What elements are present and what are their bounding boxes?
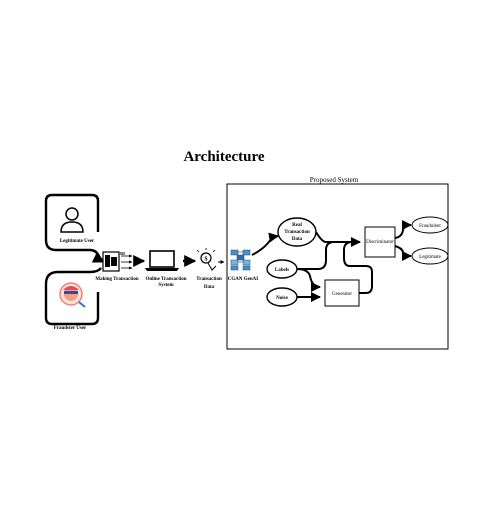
cgan-label: CGAN GenAI [228, 277, 258, 282]
arrow-to-fraudulent [394, 220, 412, 239]
arrow-to-legitimate [394, 245, 412, 261]
legitimate-label: Legitimate [419, 255, 441, 260]
laptop-icon [145, 250, 179, 271]
arrow-real-to-discriminator [315, 231, 361, 247]
arrow-to-real-data [251, 232, 279, 256]
legitimate-user-label: Legitimate User [60, 239, 95, 244]
real-data-label-1: Real [292, 223, 302, 228]
noise-label: Noise [276, 296, 288, 301]
arrow-labels-to-discriminator [297, 241, 335, 270]
making-transaction-label: Making Transaction [95, 277, 139, 282]
fraudulent-node [411, 216, 449, 234]
fraudulent-label: Fraudulent [419, 224, 441, 229]
arrow-labels-to-generator [296, 268, 321, 292]
network-icon [230, 249, 251, 271]
real-data-label-2: Transaction [284, 230, 310, 235]
proposed-system-box [226, 183, 449, 350]
fraudster-user-label: Fraudster User [54, 326, 87, 331]
discriminator-box [364, 226, 396, 258]
legitimate-user-loop [44, 193, 106, 264]
arrow-generator-to-discriminator [343, 241, 373, 294]
generator-box [324, 279, 360, 307]
transaction-data-label-2: Data [204, 285, 215, 290]
diagram-title: Architecture [183, 149, 265, 165]
proposed-system-label: Proposed System [310, 176, 359, 184]
user-icon [60, 207, 84, 233]
hacker-icon [59, 282, 86, 308]
online-system-label-1: Online Transaction [145, 277, 186, 282]
online-system-label-2: System [158, 283, 174, 288]
generator-label: Generator [332, 292, 352, 297]
card-payment-icon [102, 251, 133, 272]
legitimate-node [411, 247, 449, 265]
data-icon: $ [196, 248, 225, 271]
real-data-label-3: Data [292, 237, 303, 242]
labels-label: Labels [275, 268, 289, 273]
svg-text:$: $ [205, 256, 208, 263]
transaction-data-label-1: Transaction [196, 277, 222, 282]
fraudster-user-loop [44, 267, 102, 326]
discriminator-label: Discriminator [366, 240, 394, 245]
